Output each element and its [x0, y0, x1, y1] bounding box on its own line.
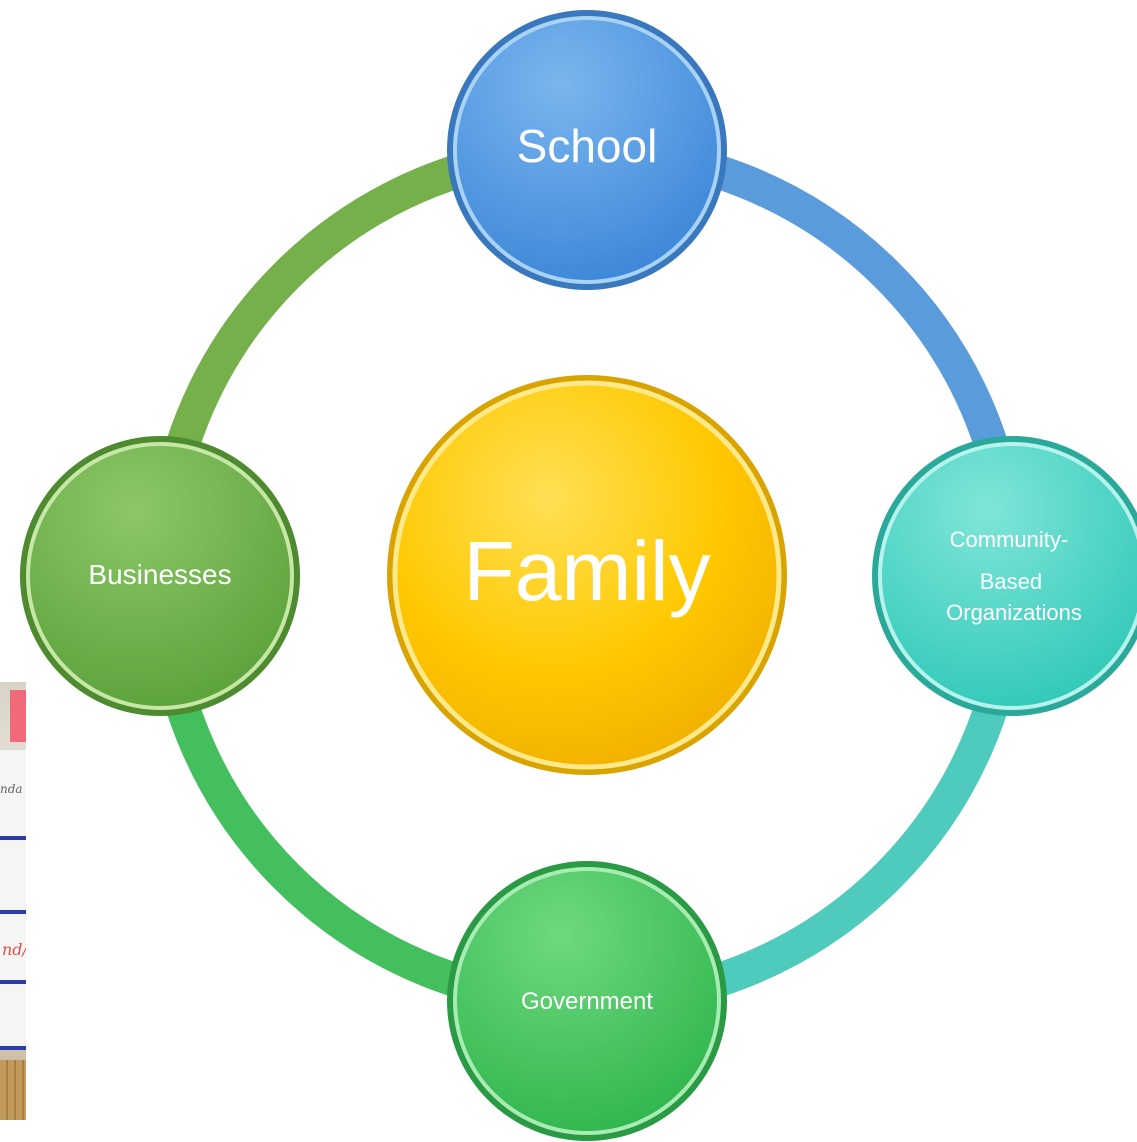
- node-label-community: Community- Based Organizations: [946, 527, 1082, 625]
- center-label: Family: [463, 524, 710, 618]
- background-photo-fragment: nda nd/: [0, 682, 26, 1120]
- node-government: Government: [447, 861, 727, 1141]
- node-label-school: School: [517, 120, 658, 172]
- whiteboard: [0, 750, 26, 1050]
- wooden-crate: [0, 1060, 26, 1120]
- node-community-based-organizations: Community- Based Organizations: [872, 436, 1137, 716]
- node-school: School: [447, 10, 727, 290]
- node-family-center: Family: [387, 375, 787, 775]
- node-label-government: Government: [521, 988, 653, 1015]
- node-businesses: Businesses: [20, 436, 300, 716]
- node-label-businesses: Businesses: [88, 559, 231, 590]
- sticky-note: [10, 690, 26, 742]
